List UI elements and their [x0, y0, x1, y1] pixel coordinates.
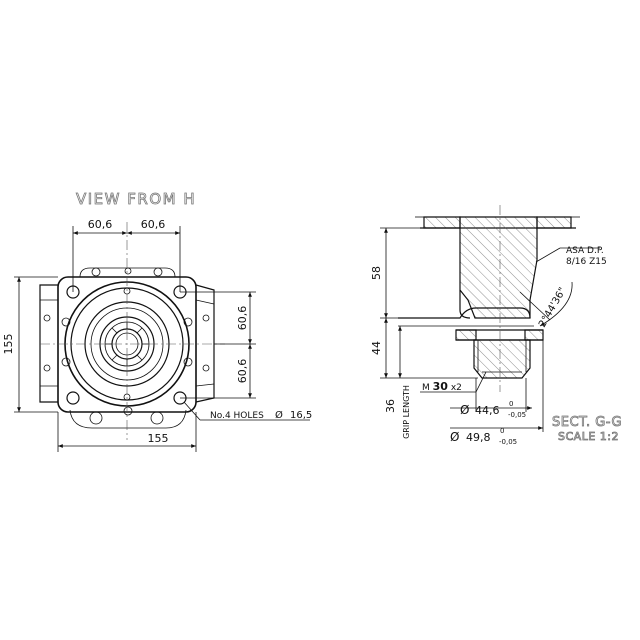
scale-label: SCALE 1:2 [558, 430, 619, 443]
front-view: VIEW FROM H [2, 190, 312, 452]
dim-36: 36 [384, 399, 397, 413]
holes-value: 16,5 [290, 410, 312, 421]
section-thread [473, 339, 531, 379]
dia2-tol-lower: -0,05 [499, 438, 517, 446]
dim-58: 58 [370, 266, 383, 280]
dim-left: 155 [2, 334, 15, 355]
thread-prefix: M [422, 383, 430, 393]
dim-bottom: 155 [148, 432, 169, 445]
dia1-value: 44,6 [475, 404, 500, 417]
angle-label: 2°44'36" [537, 286, 569, 330]
holes-label: No.4 HOLES [210, 411, 264, 421]
section-label: SECT. G-G [552, 415, 622, 430]
dim-right-top: 60,6 [236, 306, 249, 331]
dim-top-right: 60,6 [141, 218, 166, 231]
grip-length: GRIP LENGTH [402, 385, 411, 439]
gearbox-housing-left [39, 284, 58, 403]
thread-suffix: x2 [451, 383, 462, 393]
dia1-symbol: Ø [460, 403, 469, 417]
dia2-value: 49,8 [466, 431, 491, 444]
section-view: ASA D.P. 8/16 Z15 2°44'36" 58 44 36 GRIP… [370, 205, 622, 446]
mounting-hole [66, 391, 80, 405]
dim-44: 44 [370, 341, 383, 355]
asa-line2: 8/16 Z15 [566, 257, 607, 267]
dim-top-left: 60,6 [88, 218, 113, 231]
section-shaft [459, 216, 538, 319]
section-flange [423, 216, 461, 229]
dia1-tol-upper: 0 [509, 400, 513, 408]
asa-line1: ASA D.P. [566, 246, 604, 256]
dia1-tol-lower: -0,05 [508, 411, 526, 419]
thread-value: 30 [433, 380, 449, 393]
dia2-symbol: Ø [450, 430, 459, 444]
svg-text:M 30 x2: M 30 x2 [422, 380, 462, 393]
view-title: VIEW FROM H [76, 190, 196, 208]
dia2-tol-upper: 0 [500, 427, 504, 435]
holes-symbol: Ø [275, 409, 283, 421]
dim-right-bottom: 60,6 [236, 359, 249, 384]
